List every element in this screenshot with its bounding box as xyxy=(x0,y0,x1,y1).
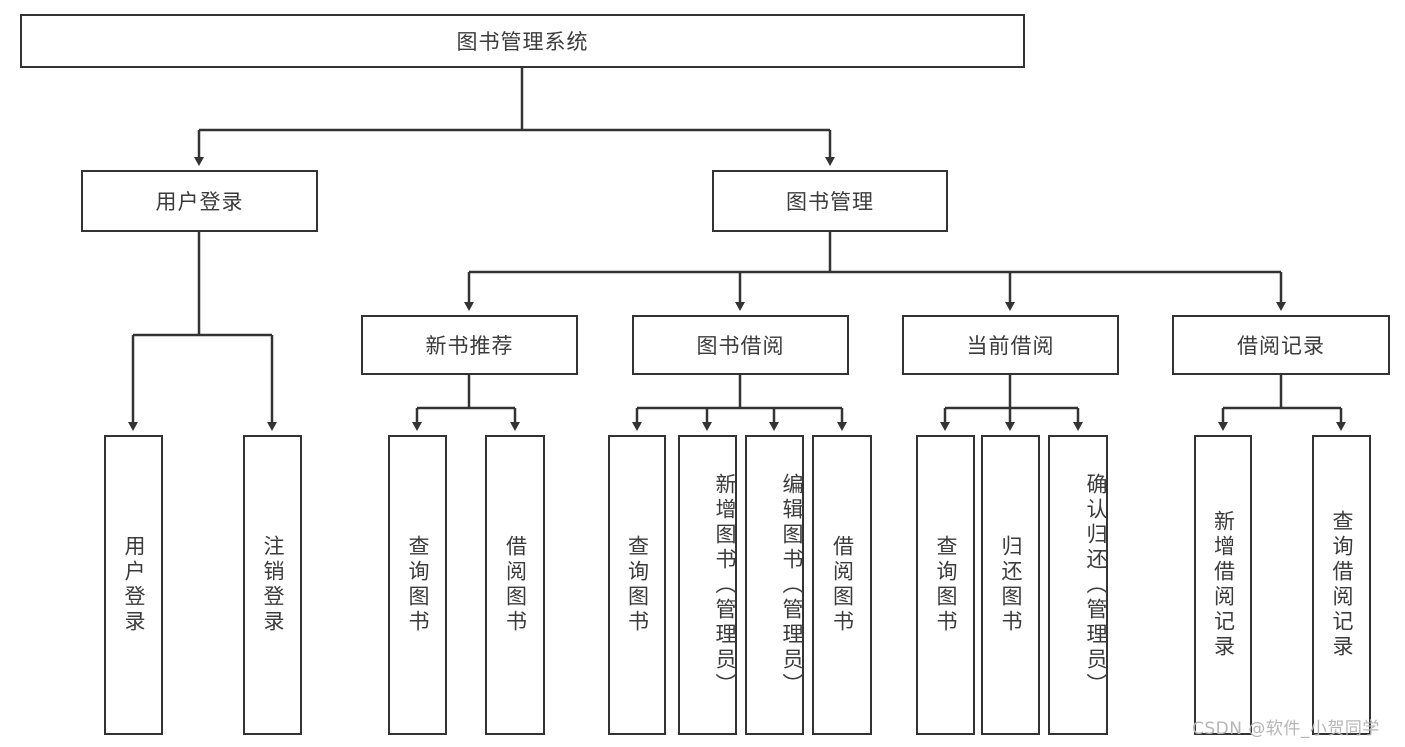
leaf-borrow-add-book-admin[interactable]: 新增图书（管理员） xyxy=(678,435,737,735)
leaf-borrow-query-book[interactable]: 查询图书 xyxy=(608,435,666,735)
node-book-management[interactable]: 图书管理 xyxy=(712,170,948,232)
leaf-new-book-borrow[interactable]: 借阅图书 xyxy=(485,435,545,735)
leaf-record-add-record[interactable]: 新增借阅记录 xyxy=(1194,435,1252,735)
node-new-book-recommend[interactable]: 新书推荐 xyxy=(361,315,578,375)
leaf-user-login-login[interactable]: 用户登录 xyxy=(104,435,163,735)
leaf-current-query-book[interactable]: 查询图书 xyxy=(916,435,975,735)
leaf-current-return-book[interactable]: 归还图书 xyxy=(981,435,1040,735)
watermark-text: CSDN @软件_小贺同学 xyxy=(1192,719,1380,739)
leaf-user-login-logout[interactable]: 注销登录 xyxy=(243,435,302,735)
node-book-borrow[interactable]: 图书借阅 xyxy=(632,315,849,375)
node-current-borrow[interactable]: 当前借阅 xyxy=(902,315,1119,375)
node-borrow-record[interactable]: 借阅记录 xyxy=(1172,315,1390,375)
leaf-current-confirm-return-admin[interactable]: 确认归还（管理员） xyxy=(1048,435,1108,735)
node-root-system[interactable]: 图书管理系统 xyxy=(20,14,1025,68)
leaf-borrow-edit-book-admin[interactable]: 编辑图书（管理员） xyxy=(745,435,804,735)
leaf-record-query-record[interactable]: 查询借阅记录 xyxy=(1312,435,1371,735)
leaf-borrow-borrow-book[interactable]: 借阅图书 xyxy=(812,435,872,735)
node-user-login[interactable]: 用户登录 xyxy=(81,170,318,232)
leaf-new-book-query[interactable]: 查询图书 xyxy=(388,435,447,735)
